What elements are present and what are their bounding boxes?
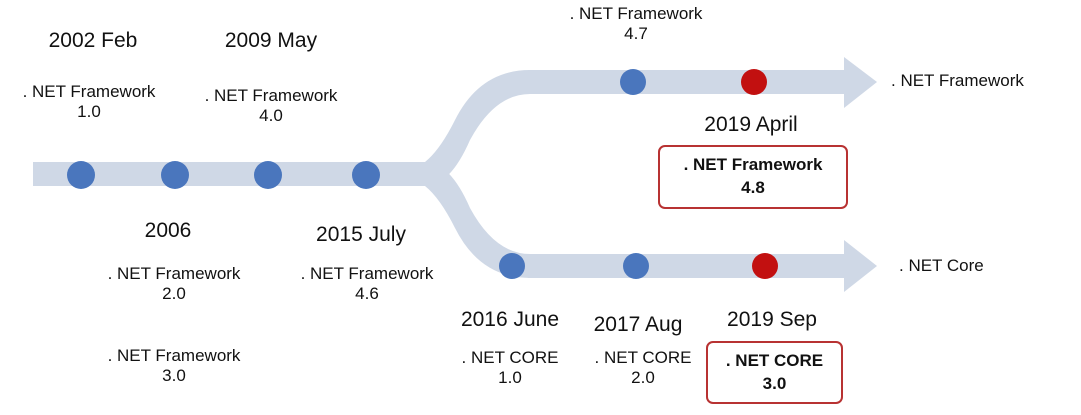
label-fw-4-6-name: . NET Framework xyxy=(300,264,434,283)
date-2019-sep: 2019 Sep xyxy=(727,308,817,331)
date-2002-feb: 2002 Feb xyxy=(48,29,138,52)
framework-track xyxy=(528,70,848,94)
core-track xyxy=(528,254,848,278)
label-fw-1-0-name: . NET Framework xyxy=(22,82,156,101)
label-core-2-0-version: 2.0 xyxy=(631,368,655,388)
dot-2015 xyxy=(352,161,380,189)
framework-arrow-head xyxy=(844,57,877,108)
label-fw-4-0-version: 4.0 xyxy=(259,106,283,126)
box-core-3-0-name: . NET CORE xyxy=(725,350,824,370)
branch-label-framework: . NET Framework xyxy=(891,71,1024,90)
label-fw-3-0-version: 3.0 xyxy=(162,366,186,386)
dot-fw48 xyxy=(741,69,767,95)
date-2006: 2006 xyxy=(144,219,192,242)
dot-core30 xyxy=(752,253,778,279)
dot-2006 xyxy=(161,161,189,189)
label-fw-2-0-version: 2.0 xyxy=(162,284,186,304)
label-fw-2-0-name: . NET Framework xyxy=(107,264,241,283)
label-fw-1-0: . NET Framework 1.0 xyxy=(23,82,156,123)
dot-2009 xyxy=(254,161,282,189)
date-2017-aug: 2017 Aug xyxy=(593,313,683,336)
label-fw-4-7: . NET Framework 4.7 xyxy=(570,4,703,45)
label-fw-4-0: . NET Framework 4.0 xyxy=(205,86,338,127)
label-fw-3-0: . NET Framework 3.0 xyxy=(108,346,241,387)
label-fw-2-0: . NET Framework 2.0 xyxy=(108,264,241,305)
label-fw-4-7-name: . NET Framework xyxy=(569,4,703,23)
label-fw-4-7-version: 4.7 xyxy=(624,24,648,44)
date-2015-july: 2015 July xyxy=(316,223,406,246)
label-core-2-0: . NET CORE 2.0 xyxy=(595,348,692,389)
branch-upper xyxy=(425,70,530,186)
label-core-1-0: . NET CORE 1.0 xyxy=(462,348,559,389)
label-core-1-0-version: 1.0 xyxy=(498,368,522,388)
box-core-3-0-version: 3.0 xyxy=(762,373,787,393)
label-fw-4-6: . NET Framework 4.6 xyxy=(301,264,434,305)
branch-lower xyxy=(425,162,530,278)
dot-core10 xyxy=(499,253,525,279)
label-fw-3-0-name: . NET Framework xyxy=(107,346,241,365)
date-2019-april: 2019 April xyxy=(704,113,798,136)
date-2009-may: 2009 May xyxy=(224,29,318,52)
dot-fw47 xyxy=(620,69,646,95)
highlight-box-core-3-0: . NET CORE 3.0 xyxy=(706,341,843,404)
label-fw-4-0-name: . NET Framework xyxy=(204,86,338,105)
box-fw-4-8-name: . NET Framework xyxy=(683,155,823,175)
dot-2002 xyxy=(67,161,95,189)
label-fw-4-6-version: 4.6 xyxy=(355,284,379,304)
label-core-1-0-name: . NET CORE xyxy=(461,348,559,367)
highlight-box-fw-4-8: . NET Framework 4.8 xyxy=(658,145,848,209)
branch-label-core: . NET Core xyxy=(899,256,984,275)
box-fw-4-8-version: 4.8 xyxy=(741,178,765,197)
dot-core20 xyxy=(623,253,649,279)
date-2016-june: 2016 June xyxy=(460,308,560,331)
label-fw-1-0-version: 1.0 xyxy=(77,102,101,122)
core-arrow-head xyxy=(844,240,877,292)
label-core-2-0-name: . NET CORE xyxy=(594,348,692,367)
